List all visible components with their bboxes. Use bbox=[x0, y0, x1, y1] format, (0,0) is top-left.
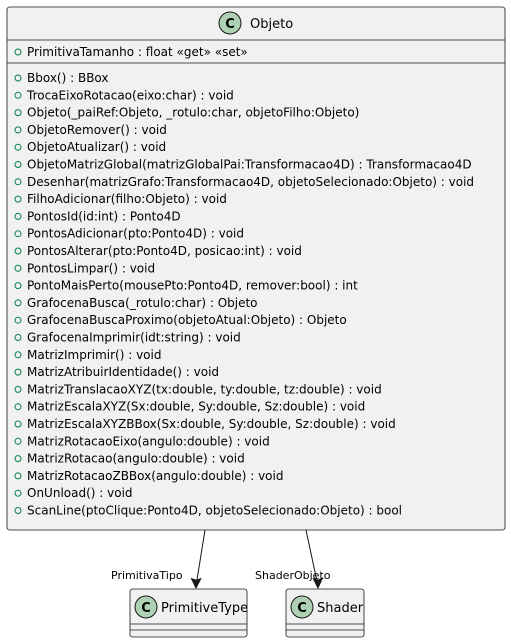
public-visibility-icon bbox=[14, 455, 22, 463]
class-member: OnUnload() : void bbox=[27, 486, 133, 500]
public-visibility-icon bbox=[14, 126, 22, 134]
class-member: PontosAdicionar(pto:Ponto4D) : void bbox=[27, 227, 244, 241]
public-visibility-icon bbox=[14, 420, 22, 428]
public-visibility-icon bbox=[14, 282, 22, 290]
public-visibility-icon bbox=[14, 48, 22, 56]
public-visibility-icon bbox=[14, 230, 22, 238]
class-shader[interactable]: C Shader bbox=[285, 588, 365, 638]
relation-edge bbox=[195, 529, 206, 587]
class-stereotype-letter: C bbox=[141, 601, 151, 616]
class-stereotype-icon bbox=[290, 595, 314, 619]
class-member: MatrizEscalaXYZ(Sx:double, Sy:double, Sz… bbox=[27, 400, 365, 414]
class-objeto-title: Objeto bbox=[250, 17, 293, 32]
public-visibility-icon bbox=[14, 247, 22, 255]
public-visibility-icon bbox=[14, 74, 22, 82]
class-stereotype-letter: C bbox=[297, 601, 307, 616]
public-visibility-icon bbox=[14, 351, 22, 359]
class-member: Bbox() : BBox bbox=[27, 71, 109, 85]
public-visibility-icon bbox=[14, 91, 22, 99]
public-visibility-icon bbox=[14, 143, 22, 151]
public-visibility-icon bbox=[14, 507, 22, 514]
class-member: Objeto(_paiRef:Objeto, _rotulo:char, obj… bbox=[27, 106, 359, 120]
relation-label: PrimitivaTipo bbox=[111, 569, 183, 582]
class-member: MatrizRotacao(angulo:double) : void bbox=[27, 452, 245, 466]
arrow-head-icon bbox=[190, 577, 202, 590]
class-member: PontosLimpar() : void bbox=[27, 261, 155, 275]
class-member: ScanLine(ptoClique:Ponto4D, objetoSeleci… bbox=[27, 504, 402, 518]
class-member: MatrizEscalaXYZBBox(Sx:double, Sy:double… bbox=[27, 417, 396, 431]
public-visibility-icon bbox=[14, 316, 22, 324]
class-member: ObjetoMatrizGlobal(matrizGlobalPai:Trans… bbox=[27, 158, 472, 172]
class-member: GrafocenaBuscaProximo(objetoAtual:Objeto… bbox=[27, 313, 347, 327]
public-visibility-icon bbox=[14, 472, 22, 480]
class-member: MatrizRotacaoZBBox(angulo:double) : void bbox=[27, 469, 283, 483]
class-member: TrocaEixoRotacao(eixo:char) : void bbox=[26, 88, 234, 102]
class-stereotype-icon bbox=[134, 595, 158, 619]
class-primitive-type-title: PrimitiveType bbox=[161, 601, 248, 616]
public-visibility-icon bbox=[14, 212, 22, 220]
relation-edge bbox=[305, 529, 319, 587]
class-member: MatrizRotacaoEixo(angulo:double) : void bbox=[27, 434, 270, 448]
class-member: ObjetoRemover() : void bbox=[27, 123, 167, 137]
class-primitive-type[interactable]: C PrimitiveType bbox=[129, 588, 248, 638]
class-stereotype-letter: C bbox=[225, 17, 235, 32]
class-stereotype-icon bbox=[218, 11, 242, 35]
class-member: PontosAlterar(pto:Ponto4D, posicao:int) … bbox=[27, 244, 302, 258]
public-visibility-icon bbox=[14, 334, 22, 341]
public-visibility-icon bbox=[14, 109, 22, 117]
arrow-head-icon bbox=[312, 577, 324, 590]
public-visibility-icon bbox=[14, 385, 22, 393]
public-visibility-icon bbox=[14, 489, 22, 497]
class-member: Desenhar(matrizGrafo:Transformacao4D, ob… bbox=[27, 175, 474, 189]
public-visibility-icon bbox=[14, 437, 22, 445]
class-member: GrafocenaImprimir(idt:string) : void bbox=[27, 331, 241, 345]
public-visibility-icon bbox=[14, 368, 22, 376]
class-objeto-methods: Bbox() : BBoxTrocaEixoRotacao(eixo:char)… bbox=[14, 71, 474, 518]
relation-label: ShaderObjeto bbox=[255, 569, 331, 582]
class-member: GrafocenaBusca(_rotulo:char) : Objeto bbox=[27, 296, 258, 310]
class-objeto-attributes: PrimitivaTamanho : float «get» «set» bbox=[14, 45, 248, 59]
relation-shader-objeto[interactable]: ShaderObjeto bbox=[255, 529, 331, 590]
class-member: MatrizAtribuirIdentidade() : void bbox=[27, 365, 219, 379]
public-visibility-icon bbox=[14, 299, 22, 307]
class-objeto-box bbox=[6, 6, 506, 531]
public-visibility-icon bbox=[14, 403, 22, 411]
public-visibility-icon bbox=[14, 178, 22, 186]
class-member: FilhoAdicionar(filho:Objeto) : void bbox=[27, 192, 227, 206]
class-member: ObjetoAtualizar() : void bbox=[27, 140, 166, 154]
class-member: PrimitivaTamanho : float «get» «set» bbox=[27, 45, 248, 59]
relation-primitiva-tipo[interactable]: PrimitivaTipo bbox=[111, 529, 206, 590]
class-primitive-type-box bbox=[129, 588, 248, 638]
public-visibility-icon bbox=[14, 161, 22, 168]
class-member: MatrizImprimir() : void bbox=[27, 348, 161, 362]
class-shader-title: Shader bbox=[317, 601, 364, 616]
class-member: PontoMaisPerto(mousePto:Ponto4D, remover… bbox=[27, 279, 358, 293]
public-visibility-icon bbox=[14, 264, 22, 272]
class-member: PontosId(id:int) : Ponto4D bbox=[27, 209, 181, 223]
class-member: MatrizTranslacaoXYZ(tx:double, ty:double… bbox=[27, 382, 382, 396]
public-visibility-icon bbox=[14, 195, 22, 203]
class-objeto[interactable]: C Objeto PrimitivaTamanho : float «get» … bbox=[6, 6, 506, 531]
